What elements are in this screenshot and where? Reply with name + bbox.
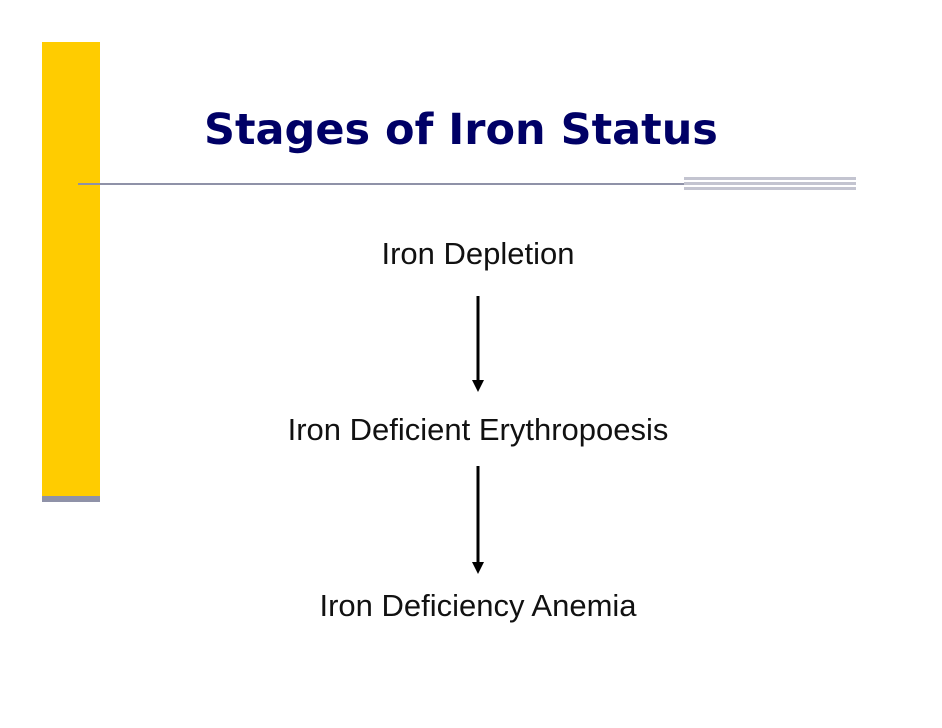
arrow-down-icon [472,466,484,574]
title-underline-accent [684,177,856,191]
stage-iron-deficient-erythropoesis: Iron Deficient Erythropoesis [287,412,669,447]
arrow-down-icon [472,296,484,392]
stage-iron-deficiency-anemia: Iron Deficiency Anemia [319,588,637,623]
title-underline [78,183,684,185]
slide-title: Stages of Iron Status [204,105,718,155]
accent-bar-edge [42,496,100,502]
stage-iron-depletion: Iron Depletion [381,236,575,271]
accent-bar [42,42,100,498]
